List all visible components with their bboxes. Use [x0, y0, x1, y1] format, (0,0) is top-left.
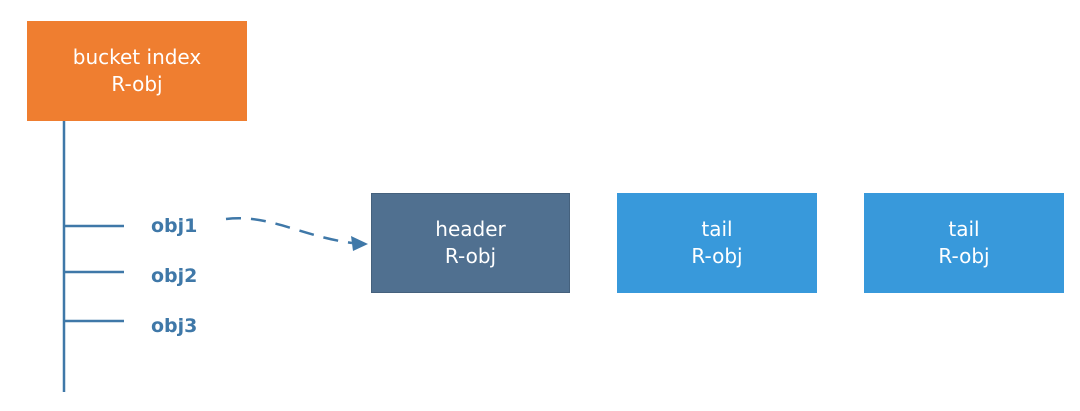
entry-label-obj1: obj1	[151, 215, 198, 237]
entry-label-obj3: obj3	[151, 315, 198, 337]
bucket-index-box: bucket index R-obj	[27, 21, 247, 121]
bucket-index-title: bucket index	[72, 45, 202, 69]
tail-box-2-title: tail	[948, 217, 980, 241]
header-box-title: header	[435, 217, 506, 241]
obj1-to-header-dashed-arrow	[225, 217, 353, 245]
tail-box-1-subtitle: R-obj	[691, 244, 743, 268]
entry-label-obj2: obj2	[151, 265, 198, 287]
tail-box-2-subtitle: R-obj	[938, 244, 990, 268]
tail-robj-box-1: tail R-obj	[617, 193, 817, 293]
bucket-index-subtitle: R-obj	[111, 72, 163, 96]
tail-robj-box-2: tail R-obj	[864, 193, 1064, 293]
tail-box-1-title: tail	[701, 217, 733, 241]
header-box-subtitle: R-obj	[444, 244, 497, 268]
arrowhead-icon	[351, 236, 368, 251]
header-robj-box: header R-obj	[371, 193, 570, 293]
